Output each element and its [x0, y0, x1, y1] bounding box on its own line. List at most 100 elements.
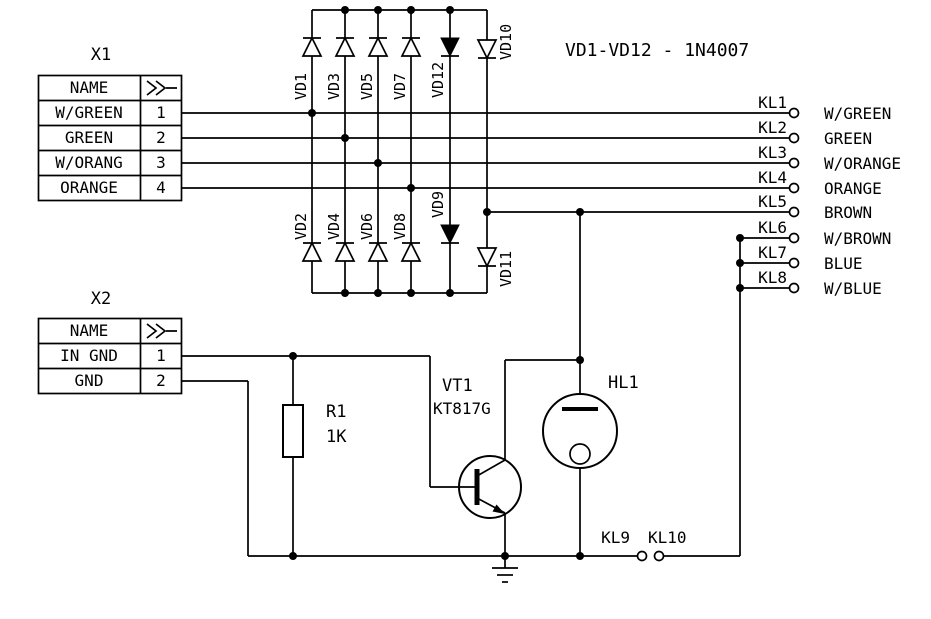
junction-dot	[576, 208, 584, 216]
terminal-label: KL9	[601, 528, 630, 547]
transistor-vt1: VT1 KT817G	[433, 376, 522, 519]
lamp-inner-circle	[569, 443, 591, 465]
resistor-r1: R1 1K	[282, 402, 347, 458]
wire-color-label: BROWN	[824, 203, 872, 222]
x1-row-name: W/GREEN	[55, 103, 122, 122]
wire-color-label: W/GREEN	[824, 104, 891, 123]
wire-color-label: BLUE	[824, 254, 863, 273]
terminal-label: KL7	[758, 243, 787, 262]
transistor-body	[458, 455, 522, 519]
terminal-label: KL3	[758, 143, 787, 162]
x2-row-pin: 1	[156, 346, 166, 365]
diode-label: VD3	[325, 73, 343, 100]
x1-row-name: W/ORANG	[55, 153, 122, 172]
x2-header-name: NAME	[70, 321, 109, 340]
diode-label: VD4	[325, 213, 343, 240]
terminal-label: KL1	[758, 93, 787, 112]
junction-dot	[341, 6, 349, 14]
signal-wires	[181, 112, 789, 557]
wire-color-label: W/ORANGE	[824, 154, 901, 173]
terminal-label: KL10	[648, 528, 687, 547]
emitter-arrow-icon	[492, 504, 505, 514]
wire-color-label: W/BLUE	[824, 279, 882, 298]
junction-dot	[407, 184, 415, 192]
terminal-kl7	[788, 257, 800, 269]
terminal-kl8	[788, 282, 800, 294]
diode-label: VD12	[429, 62, 447, 98]
x1-header-name: NAME	[70, 78, 109, 97]
wire-color-label: W/BROWN	[824, 229, 891, 248]
x2-row-name: GND	[75, 371, 104, 390]
diode-label: VD7	[391, 73, 409, 100]
x2-connector-table: X2 NAME IN GND 1 GND 2	[37, 289, 183, 395]
terminal-label: KL8	[758, 268, 787, 287]
transistor-part: KT817G	[433, 399, 491, 418]
x1-row-name: GREEN	[65, 128, 113, 147]
diode-label: VD1	[292, 73, 310, 100]
terminal-label: KL6	[758, 218, 787, 237]
diode-label: VD6	[358, 213, 376, 240]
junction-dot	[736, 234, 744, 242]
resistor-body	[282, 404, 304, 458]
terminal-label: KL4	[758, 168, 787, 187]
junction-dot	[407, 6, 415, 14]
terminal-kl5	[788, 206, 800, 218]
terminal-kl4	[788, 182, 800, 194]
terminal-kl1	[788, 107, 800, 119]
junction-dot	[374, 289, 382, 297]
schematic-title: VD1-VD12 - 1N4007	[565, 40, 749, 61]
junction-dot	[407, 289, 415, 297]
transistor-collector	[476, 459, 506, 477]
wire-color-label: ORANGE	[824, 179, 882, 198]
lamp-ref: HL1	[608, 373, 639, 393]
junction-dot	[736, 284, 744, 292]
connector-icon	[146, 323, 177, 339]
lamp-body	[542, 393, 618, 469]
x2-row-pin: 2	[156, 371, 166, 390]
lamp-hl1: HL1	[542, 373, 639, 469]
diode-label: VD11	[497, 251, 515, 287]
terminal-label: KL5	[758, 192, 787, 211]
junction-dot	[483, 208, 491, 216]
diode-label: VD8	[391, 213, 409, 240]
resistor-ref: R1	[326, 402, 346, 422]
junction-dot	[576, 552, 584, 560]
x1-row-pin: 4	[156, 178, 166, 197]
bottom-terminals: KL9 KL10	[601, 528, 687, 562]
connector-icon	[146, 80, 177, 96]
x1-label: X1	[91, 45, 111, 65]
junction-dot	[308, 109, 316, 117]
diode-label: VD2	[292, 213, 310, 240]
wire-color-label: GREEN	[824, 129, 872, 148]
diode-label: VD9	[429, 191, 447, 218]
terminal-kl10	[653, 550, 665, 562]
junction-dot	[289, 552, 297, 560]
x1-row-name: ORANGE	[60, 178, 118, 197]
x1-row-pin: 2	[156, 128, 166, 147]
x2-row-name: IN GND	[60, 346, 118, 365]
junction-dot	[374, 159, 382, 167]
x1-row-pin: 3	[156, 153, 166, 172]
junction-dot	[446, 289, 454, 297]
terminal-kl2	[788, 132, 800, 144]
junction-dot	[446, 6, 454, 14]
junction-dots	[289, 6, 744, 560]
x1-row-pin: 1	[156, 103, 166, 122]
junction-dot	[736, 259, 744, 267]
terminal-label: KL2	[758, 118, 787, 137]
resistor-value: 1K	[326, 427, 347, 447]
junction-dot	[341, 289, 349, 297]
x2-label: X2	[91, 289, 111, 309]
diode-label: VD10	[497, 24, 515, 60]
junction-dot	[576, 356, 584, 364]
junction-dot	[374, 6, 382, 14]
terminal-kl9	[636, 550, 648, 562]
junction-dot	[289, 352, 297, 360]
diode-label: VD5	[358, 73, 376, 100]
junction-dot	[341, 134, 349, 142]
terminal-kl3	[788, 157, 800, 169]
junction-dot	[501, 552, 509, 560]
